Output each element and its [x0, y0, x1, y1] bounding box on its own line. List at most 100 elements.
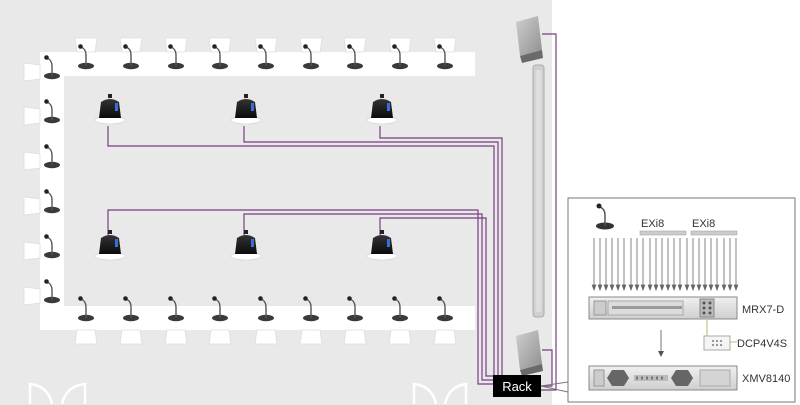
- gooseneck-microphone-icon: [347, 296, 363, 322]
- gooseneck-microphone-icon: [303, 296, 319, 322]
- signal-arrow: [628, 238, 634, 292]
- gooseneck-microphone-icon: [78, 296, 94, 322]
- gooseneck-microphone-icon: [347, 44, 363, 70]
- signal-arrow: [621, 238, 627, 292]
- gooseneck-microphone-icon: [44, 279, 60, 304]
- gooseneck-microphone-icon: [392, 44, 408, 70]
- signal-arrow: [597, 238, 603, 292]
- chair-icon: [164, 37, 188, 53]
- signal-arrow: [696, 238, 702, 292]
- signal-arrow: [640, 238, 646, 292]
- rack-box: [493, 375, 541, 397]
- signal-arrow: [702, 238, 708, 292]
- signal-arrow: [634, 238, 640, 292]
- signal-arrow: [653, 238, 659, 292]
- gooseneck-microphone-icon: [596, 203, 614, 230]
- chair-icon: [254, 329, 278, 345]
- audio-cable: [243, 213, 493, 381]
- chair-icon: [164, 329, 188, 345]
- room-floor: [0, 0, 552, 405]
- gooseneck-microphone-icon: [123, 44, 139, 70]
- exi8-device-right: [690, 230, 738, 236]
- chair-icon: [299, 329, 323, 345]
- chair-icon: [23, 196, 41, 216]
- gooseneck-microphone-icon: [168, 296, 184, 322]
- audio-cable: [379, 126, 503, 392]
- dcp4v4s-device: [703, 335, 731, 351]
- gooseneck-microphone-icon: [78, 44, 94, 70]
- gooseneck-microphone-icon: [212, 296, 228, 322]
- gooseneck-microphone-icon: [258, 296, 274, 322]
- gooseneck-microphone-icon: [258, 44, 274, 70]
- audio-cable: [541, 33, 557, 391]
- gooseneck-microphone-icon: [437, 44, 453, 70]
- chair-icon: [208, 37, 232, 53]
- exi8-label-right: EXi8: [692, 218, 715, 230]
- ceiling-speaker-icon: [230, 94, 262, 125]
- wall-speaker-icon: [516, 330, 543, 376]
- audio-cable: [243, 126, 499, 392]
- signal-arrow: [647, 238, 653, 292]
- audio-cable: [541, 349, 553, 387]
- gooseneck-microphone-icon: [44, 234, 60, 259]
- gooseneck-microphone-icon: [44, 55, 60, 80]
- chair-icon: [299, 37, 323, 53]
- chair-icon: [388, 37, 412, 53]
- chair-icon: [23, 151, 41, 171]
- signal-arrow: [684, 238, 690, 292]
- signal-arrow: [609, 238, 615, 292]
- signal-arrow: [727, 238, 733, 292]
- ceiling-speaker-icon: [94, 230, 126, 261]
- gooseneck-microphone-icon: [212, 44, 228, 70]
- chair-icon: [23, 241, 41, 261]
- door-icon: [28, 382, 87, 405]
- xmv8140-device: [588, 365, 738, 391]
- signal-arrow: [615, 238, 621, 292]
- gooseneck-microphone-icon: [303, 44, 319, 70]
- signal-arrow: [714, 238, 720, 292]
- chair-icon: [23, 106, 41, 126]
- chair-icon: [433, 329, 457, 345]
- chair-icon: [254, 37, 278, 53]
- audio-cable: [379, 217, 493, 377]
- signal-arrow: [690, 238, 696, 292]
- ceiling-speaker-icon: [230, 230, 262, 261]
- dcp4v4s-label: DCP4V4S: [737, 338, 787, 350]
- rack-label: Rack: [502, 379, 532, 394]
- signal-arrow: [591, 238, 597, 292]
- chair-icon: [119, 329, 143, 345]
- signal-arrow: [671, 238, 677, 292]
- wall-speaker-icon: [516, 16, 543, 63]
- gooseneck-microphone-icon: [44, 99, 60, 124]
- ceiling-speaker-icon: [366, 230, 398, 261]
- ceiling-speaker-icon: [94, 94, 126, 125]
- chair-icon: [119, 37, 143, 53]
- chair-icon: [433, 37, 457, 53]
- chair-icon: [23, 62, 41, 82]
- signal-arrow: [659, 238, 665, 292]
- signal-arrow: [665, 238, 671, 292]
- exi8-device-left: [639, 230, 687, 236]
- gooseneck-microphone-icon: [437, 296, 453, 322]
- signal-arrow: [721, 238, 727, 292]
- door-icon: [412, 382, 468, 405]
- gooseneck-microphone-icon: [168, 44, 184, 70]
- chair-icon: [74, 329, 98, 345]
- signal-arrow: [677, 238, 683, 292]
- signal-arrow: [733, 238, 739, 292]
- signal-arrow: [708, 238, 714, 292]
- chair-icon: [343, 329, 367, 345]
- audio-cable: [107, 126, 495, 392]
- gooseneck-microphone-icon: [392, 296, 408, 322]
- chair-icon: [74, 37, 98, 53]
- exi8-label-left: EXi8: [641, 218, 664, 230]
- gooseneck-microphone-icon: [123, 296, 139, 322]
- mrx7-d-label: MRX7-D: [742, 304, 784, 316]
- audio-cable: [107, 209, 493, 385]
- signal-arrow: [603, 238, 609, 292]
- gooseneck-microphone-icon: [44, 189, 60, 214]
- chair-icon: [208, 329, 232, 345]
- ceiling-speaker-icon: [366, 94, 398, 125]
- chair-icon: [388, 329, 412, 345]
